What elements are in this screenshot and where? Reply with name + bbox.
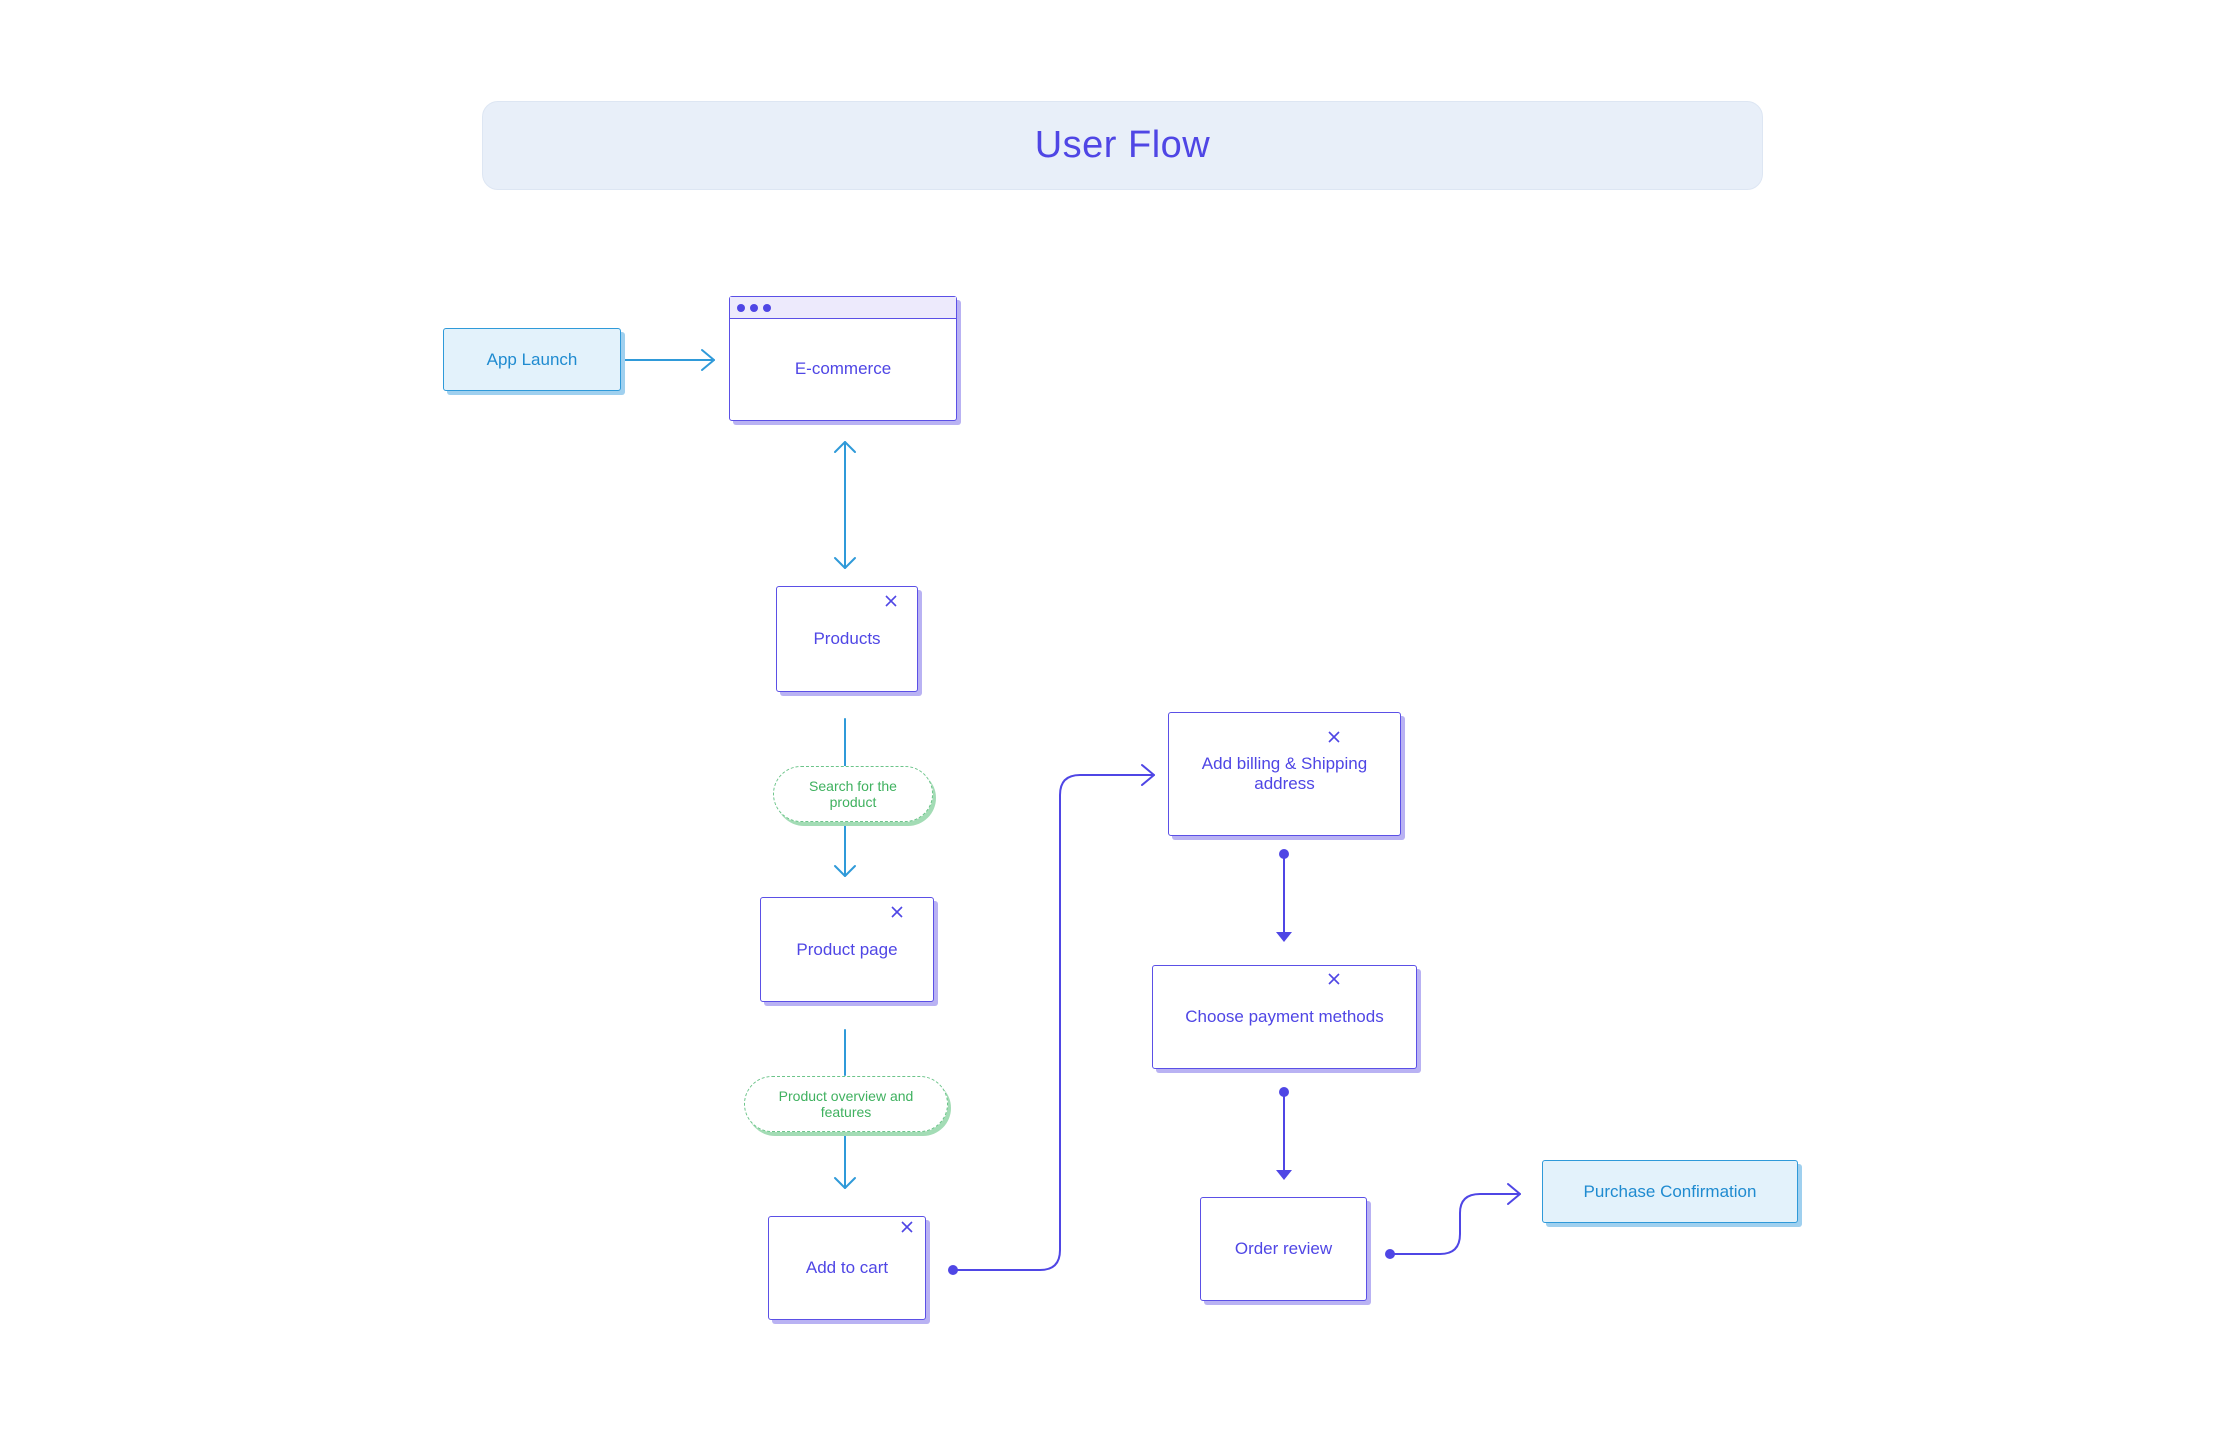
title-banner: User Flow [482, 101, 1763, 190]
edge-cart-to-billing [952, 764, 1155, 1271]
app-launch-label: App Launch [486, 349, 578, 369]
close-icon [1328, 731, 1340, 743]
edge-launch-to-ecommerce [623, 349, 715, 371]
edge-search-to-product-page [834, 822, 856, 877]
close-icon [901, 1221, 913, 1233]
note-search: Search for the product [773, 766, 933, 822]
node-order-review[interactable]: Order review [1200, 1197, 1367, 1301]
node-ecommerce[interactable]: E-commerce [729, 296, 957, 421]
node-billing[interactable]: Add billing & Shipping address [1168, 712, 1401, 836]
edge-review-to-confirmation [1389, 1183, 1521, 1255]
billing-label: Add billing & Shipping address [1201, 754, 1368, 793]
node-add-to-cart[interactable]: Add to cart [768, 1216, 926, 1320]
window-dots-icon [730, 297, 956, 319]
node-products[interactable]: Products [776, 586, 918, 692]
node-payment[interactable]: Choose payment methods [1152, 965, 1417, 1069]
add-to-cart-label: Add to cart [805, 1258, 889, 1277]
close-icon [885, 595, 897, 607]
close-icon [1328, 973, 1340, 985]
order-review-label: Order review [1234, 1239, 1333, 1258]
node-product-page[interactable]: Product page [760, 897, 934, 1002]
purchase-confirmation-label: Purchase Confirmation [1583, 1181, 1757, 1201]
node-app-launch[interactable]: App Launch [443, 328, 621, 391]
product-page-label: Product page [796, 939, 898, 959]
edge-overview-to-cart [834, 1132, 856, 1189]
note-overview: Product overview and features [744, 1076, 948, 1132]
ecommerce-label: E-commerce [794, 359, 892, 378]
node-purchase-confirmation[interactable]: Purchase Confirmation [1542, 1160, 1798, 1223]
overview-note-label: Product overview and features [778, 1088, 914, 1120]
products-label: Products [813, 629, 881, 648]
close-icon [891, 906, 903, 918]
edge-ecommerce-products [834, 441, 856, 569]
search-note-label: Search for the product [809, 778, 897, 810]
page-title: User Flow [1034, 124, 1211, 166]
payment-label: Choose payment methods [1185, 1007, 1384, 1026]
